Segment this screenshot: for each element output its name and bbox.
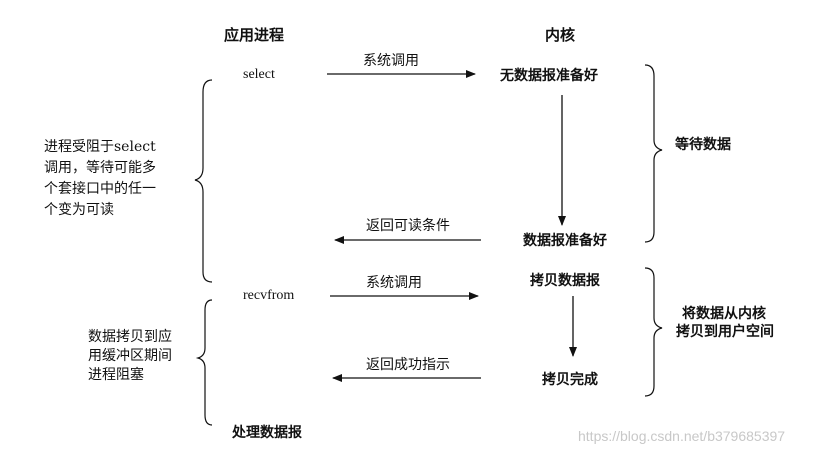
brace-wait-data: [644, 64, 663, 243]
recvfrom-call-label: recvfrom: [243, 288, 295, 303]
note-blocked-on-select: 进程受阻于select 调用，等待可能多 个套接口中的任一 个变为可读: [44, 137, 156, 221]
kernel-state-copying: 拷贝数据报: [530, 273, 600, 289]
note-line: 进程阻塞: [88, 367, 144, 383]
syscall-label-2: 系统调用: [366, 275, 422, 291]
brace-copy-block: [195, 299, 213, 426]
kernel-state-ready: 数据报准备好: [523, 233, 607, 249]
phase-copy-line2: 拷贝到用户空间: [676, 324, 774, 340]
phase-copy-line1: 将数据从内核: [682, 306, 766, 322]
note-blocked-during-copy: 数据拷贝到应 用缓冲区期间 进程阻塞: [88, 328, 172, 385]
kernel-state-copy-done: 拷贝完成: [542, 372, 598, 388]
return-success-label: 返回成功指示: [366, 357, 450, 373]
app-process-heading: 应用进程: [224, 26, 285, 44]
note-line: 数据拷贝到应: [88, 329, 172, 345]
note-line: 用缓冲区期间: [88, 348, 172, 364]
phase-wait-data: 等待数据: [675, 137, 731, 153]
note-line: 个变为可读: [44, 202, 114, 218]
select-call-label: select: [243, 67, 275, 82]
note-line: 个套接口中的任一: [44, 181, 156, 197]
syscall-label-1: 系统调用: [363, 53, 419, 69]
process-datagram-label: 处理数据报: [232, 425, 302, 441]
kernel-heading: 内核: [545, 26, 576, 44]
brace-select-block: [194, 79, 213, 283]
note-line: 调用，等待可能多: [44, 160, 156, 176]
note-line: 进程受阻于select: [44, 139, 156, 155]
kernel-state-not-ready: 无数据报准备好: [500, 68, 598, 84]
return-readable-label: 返回可读条件: [366, 218, 450, 234]
brace-copy-data: [644, 267, 663, 397]
watermark-url: https://blog.csdn.net/b379685397: [578, 428, 786, 444]
